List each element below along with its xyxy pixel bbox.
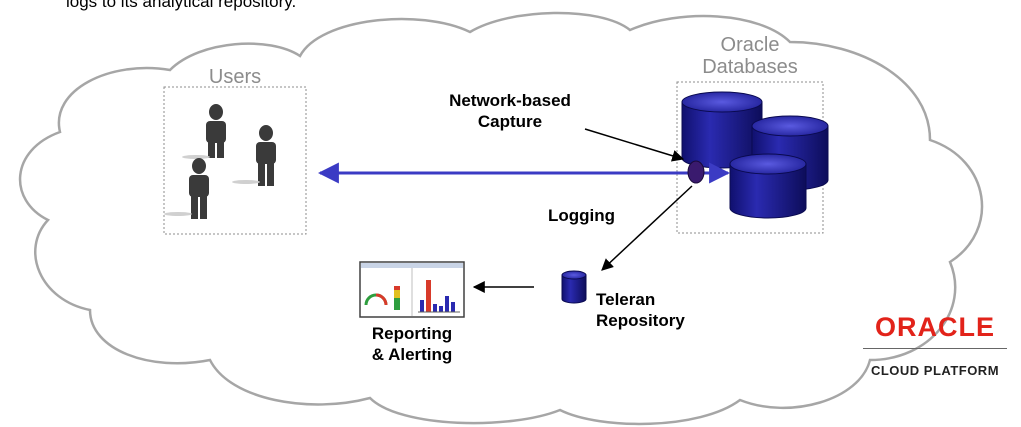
capture-point-icon xyxy=(687,160,705,184)
user-figure-icon xyxy=(232,125,276,186)
logo-divider xyxy=(863,348,1007,349)
dashboard-thumbnail-icon xyxy=(359,261,465,318)
oracle-databases-line-1: Oracle xyxy=(720,34,780,56)
reporting-alerting-label: Reporting & Alerting xyxy=(346,323,478,365)
oracle-subtitle: CLOUD PLATFORM xyxy=(870,363,1000,378)
capture-pointer-arrow xyxy=(584,128,685,162)
intro-caption: logs to its analytical repository. xyxy=(66,0,297,11)
reporting-alerting-line-2: & Alerting xyxy=(371,345,453,364)
network-capture-line-2: Capture xyxy=(477,112,543,131)
teleran-repository-line-1: Teleran xyxy=(596,290,656,309)
network-capture-label: Network-based Capture xyxy=(420,90,600,132)
database-icon xyxy=(681,91,763,169)
database-icon xyxy=(729,153,807,219)
cloud-shape xyxy=(18,11,984,426)
oracle-databases-label: Oracle Databases xyxy=(690,34,810,78)
network-capture-line-1: Network-based xyxy=(449,91,571,110)
users-label: Users xyxy=(208,66,262,88)
logging-arrow xyxy=(601,185,693,271)
reporting-alerting-line-1: Reporting xyxy=(371,324,453,343)
teleran-repository-line-2: Repository xyxy=(596,311,685,330)
user-figure-icon xyxy=(182,104,226,159)
logging-label: Logging xyxy=(548,206,616,225)
oracle-wordmark: ORACLE xyxy=(875,312,995,342)
repository-database-icon xyxy=(561,270,587,304)
users-box xyxy=(163,86,307,235)
oracle-cloud-platform-logo: ORACLE CLOUD PLATFORM xyxy=(855,312,1015,378)
user-figure-icon xyxy=(164,158,209,219)
oracle-databases-line-2: Databases xyxy=(702,56,798,78)
teleran-repository-label: Teleran Repository xyxy=(596,289,706,331)
